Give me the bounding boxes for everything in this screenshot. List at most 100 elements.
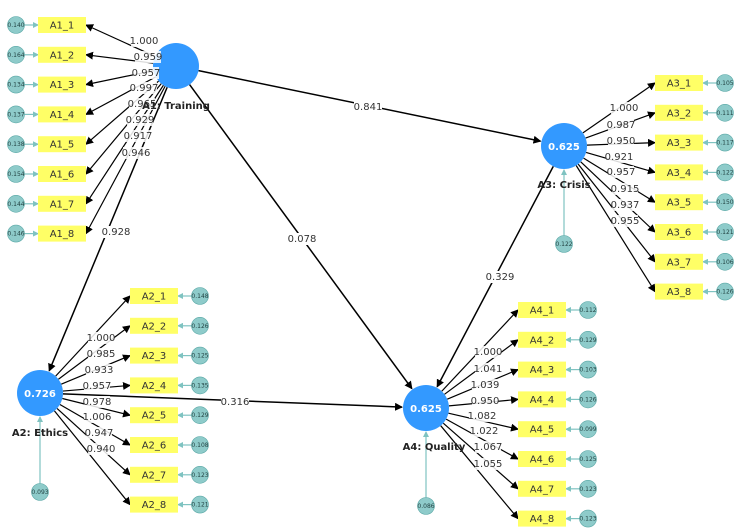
indicator-box	[518, 302, 566, 318]
path-coefficient: 0.078	[288, 234, 317, 245]
error-value: 0.117	[716, 140, 733, 147]
latent-error-term	[555, 235, 573, 253]
loading-label-bg	[125, 130, 151, 142]
error-value: 0.123	[579, 516, 596, 523]
loading-label-bg	[135, 51, 161, 63]
loading-arrow	[442, 422, 519, 490]
error-term	[579, 360, 597, 379]
indicator-box	[130, 288, 178, 304]
indicator-box	[130, 466, 178, 483]
indicator-label: A3_1	[667, 79, 692, 90]
indicator-box	[655, 75, 703, 91]
loading-label-bg	[608, 135, 634, 147]
loading-value: 0.940	[87, 444, 116, 455]
indicator-box	[130, 437, 178, 453]
loading-value: 0.987	[607, 120, 636, 131]
error-value: 0.126	[579, 396, 596, 403]
loading-label-bg	[469, 410, 495, 422]
path-coef-bg	[102, 226, 130, 238]
indicator-box	[130, 496, 178, 513]
error-value: 0.126	[191, 323, 208, 330]
loading-arrow	[440, 425, 519, 520]
loading-value: 0.947	[85, 428, 114, 439]
error-term	[7, 135, 25, 153]
loading-arrow	[85, 85, 166, 235]
loading-arrow	[56, 408, 131, 476]
indicator-box	[518, 510, 566, 527]
loading-value: 1.000	[610, 103, 639, 114]
indicator-label: A4_7	[530, 484, 555, 495]
latent-a3	[541, 123, 587, 169]
error-term	[7, 195, 25, 213]
indicator-box	[130, 377, 178, 394]
error-value: 0.164	[7, 52, 24, 59]
loading-value: 0.917	[124, 131, 153, 142]
loading-label-bg	[86, 364, 112, 376]
loading-label-bg	[611, 102, 637, 114]
indicator-label: A2_6	[142, 441, 167, 452]
indicator-label: A3_8	[667, 287, 692, 298]
latent-error-term	[31, 483, 49, 501]
error-value: 0.121	[191, 502, 208, 509]
latent-name: A3: Crisis	[537, 180, 590, 191]
error-term	[7, 75, 25, 94]
error-term	[579, 390, 597, 409]
latent-a2	[17, 370, 63, 416]
indicator-label: A1_4	[50, 110, 75, 121]
indicator-label: A3_2	[667, 108, 692, 119]
r-squared-value: 0.625	[548, 142, 580, 153]
error-term	[716, 252, 734, 271]
indicator-box	[518, 451, 566, 467]
error-value: 0.111	[716, 110, 733, 117]
indicator-box	[655, 283, 703, 300]
error-value: 0.148	[191, 293, 208, 300]
loading-label-bg	[123, 147, 149, 159]
path-coef-bg	[486, 271, 514, 283]
loading-value: 0.946	[122, 148, 151, 159]
error-value: 0.126	[716, 289, 733, 296]
loading-label-bg	[472, 379, 498, 391]
indicator-box	[655, 164, 703, 181]
indicator-label: A4_3	[530, 365, 555, 376]
error-value: 0.125	[579, 456, 596, 463]
indicator-box	[38, 46, 86, 63]
error-term	[191, 376, 209, 395]
loading-value: 0.957	[132, 68, 161, 79]
r-squared-value: 0.726	[24, 389, 56, 400]
error-term	[191, 346, 209, 365]
indicator-label: A1_2	[50, 50, 75, 61]
loading-value: 0.950	[471, 396, 500, 407]
latent-name: A4: Quality	[403, 442, 466, 453]
error-term	[716, 104, 734, 122]
loading-value: 0.965	[128, 99, 157, 110]
error-value: 0.112	[579, 307, 596, 314]
latent-error-term	[417, 497, 435, 515]
indicator-label: A3_7	[667, 257, 692, 268]
loading-value: 1.082	[468, 411, 497, 422]
loading-label-bg	[84, 396, 110, 408]
loading-label-bg	[131, 82, 157, 94]
error-term	[7, 45, 25, 64]
error-value: 0.134	[7, 82, 24, 89]
loading-arrow	[59, 403, 131, 446]
indicator-label: A2_8	[142, 500, 167, 511]
indicator-label: A4_6	[530, 455, 555, 466]
loading-label-bg	[86, 427, 112, 439]
path-coefficient: 0.316	[221, 397, 250, 408]
loading-label-bg	[612, 215, 638, 227]
indicator-box	[38, 17, 86, 33]
loading-label-bg	[475, 363, 501, 375]
indicator-box	[38, 195, 86, 212]
indicator-label: A1_7	[50, 199, 75, 210]
error-value: 0.123	[579, 486, 596, 493]
error-term	[191, 495, 209, 514]
loading-value: 1.067	[474, 442, 503, 453]
loading-label-bg	[131, 35, 157, 47]
loading-arrow	[53, 410, 131, 506]
latent-name: A1: Training	[142, 101, 210, 112]
error-value: 0.121	[716, 229, 733, 236]
loading-value: 0.933	[85, 365, 114, 376]
error-value: 0.150	[716, 199, 733, 206]
loading-label-bg	[606, 151, 632, 163]
